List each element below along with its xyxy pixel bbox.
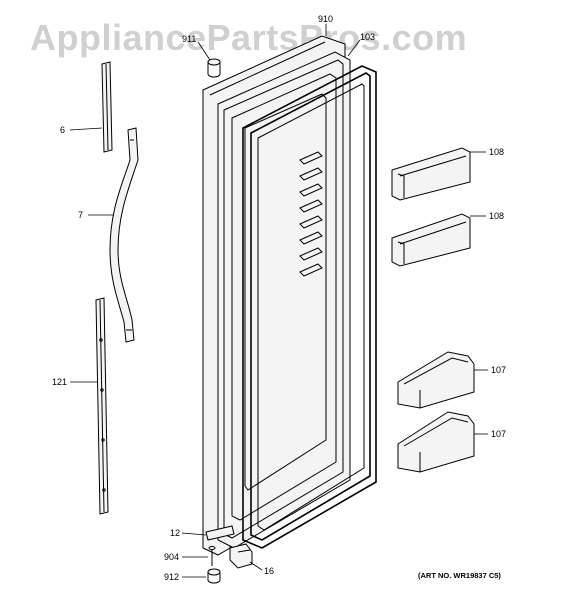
door-bin-108-upper xyxy=(391,147,471,201)
screw-904 xyxy=(208,546,216,566)
handle-trim-lower-121 xyxy=(95,297,109,515)
callout-16: 16 xyxy=(264,566,274,576)
hinge-16 xyxy=(229,543,253,569)
callout-6: 6 xyxy=(60,125,65,135)
door-assembly xyxy=(202,35,351,556)
callout-108-upper: 108 xyxy=(489,147,504,157)
door-bin-107-lower xyxy=(397,411,475,473)
callout-904: 904 xyxy=(164,552,179,562)
callout-910: 910 xyxy=(318,14,333,24)
callout-912: 912 xyxy=(164,572,179,582)
door-handle-7 xyxy=(109,127,139,343)
door-gasket xyxy=(242,65,377,549)
callout-107-lower: 107 xyxy=(491,429,506,439)
callout-107-upper: 107 xyxy=(491,365,506,375)
door-bin-107-upper xyxy=(397,351,475,409)
callout-103: 103 xyxy=(360,32,375,42)
callout-911: 911 xyxy=(182,34,196,44)
shelf-support-rails xyxy=(299,151,323,277)
handle-trim-upper-6 xyxy=(101,61,113,153)
callout-7: 7 xyxy=(78,210,83,220)
bracket-12 xyxy=(205,525,235,541)
watermark-logo: AppliancePartsPros.com xyxy=(30,17,467,58)
hinge-bushing-911 xyxy=(207,58,221,78)
callout-12: 12 xyxy=(170,528,180,538)
leader-lines xyxy=(69,24,488,578)
callout-labels: 910 911 103 6 7 121 108 108 107 107 12 9… xyxy=(52,14,506,582)
callout-108-lower: 108 xyxy=(489,211,504,221)
door-bin-108-lower xyxy=(391,213,471,267)
callout-121: 121 xyxy=(52,377,67,387)
art-number: (ART NO. WR19837 C5) xyxy=(418,571,501,580)
bushing-912 xyxy=(207,568,221,584)
